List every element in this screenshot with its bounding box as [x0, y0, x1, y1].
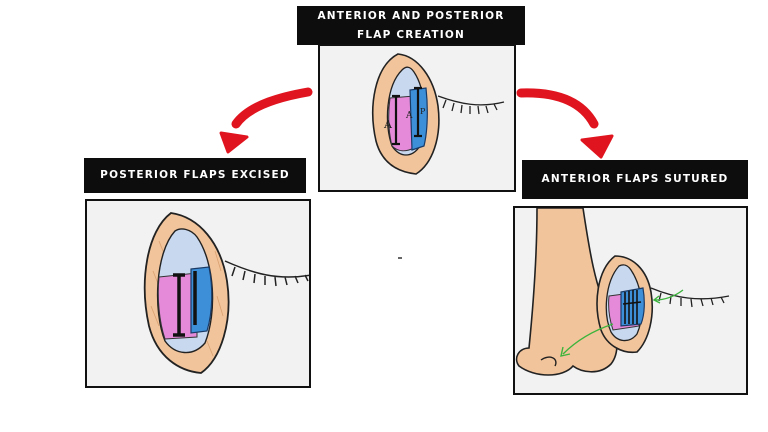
posterior-excised-illustration [143, 212, 309, 374]
label-flap-creation: ANTERIOR AND POSTERIOR FLAP CREATION [297, 6, 525, 45]
panel-posterior-excised [85, 199, 311, 388]
anterior-letter-2: A [405, 111, 413, 121]
anterior-sutured-illustration [515, 208, 730, 376]
label-posterior-excised: POSTERIOR FLAPS EXCISED [84, 158, 306, 193]
anterior-letter: A [383, 118, 393, 131]
nostril [540, 356, 557, 367]
eyelashes [437, 95, 505, 115]
flap-creation-illustration: A A P [372, 53, 505, 175]
arrow-to-anterior-sutured [516, 88, 614, 159]
eyelashes [650, 287, 730, 308]
excision-marks [173, 271, 197, 337]
suture-direction-arrows [560, 289, 684, 357]
arrow-to-posterior-excised [219, 87, 313, 154]
label-anterior-sutured: ANTERIOR FLAPS SUTURED [522, 160, 748, 199]
panel-flap-creation: A A P [318, 44, 516, 192]
eyelashes [224, 260, 309, 287]
incision-marks [392, 86, 422, 146]
panel-anterior-sutured [513, 206, 748, 395]
posterior-letter: P [420, 107, 426, 116]
sutures [622, 290, 642, 324]
